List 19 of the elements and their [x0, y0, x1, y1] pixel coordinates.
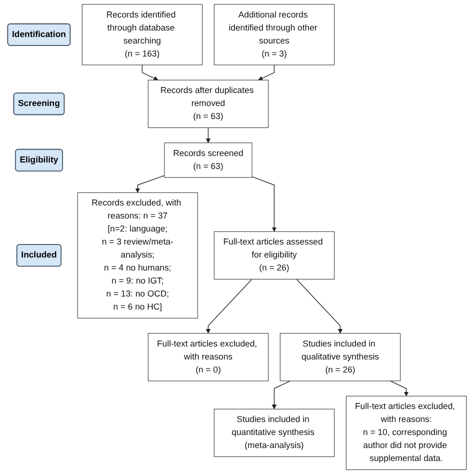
node-box: Additional records identified through other sources (n = 3) — [214, 4, 335, 66]
arrow — [135, 175, 165, 193]
node-box: Full-text articles assessed for eligibility (n = 26) — [214, 231, 335, 280]
arrow — [296, 278, 343, 334]
node-box: Studies included in qualitative synthesis (n = 26) — [280, 333, 401, 382]
arrow — [142, 64, 158, 80]
node-box: Full-text articles excluded, with reasons (n = 0) — [148, 333, 269, 382]
arrow — [258, 64, 275, 80]
node-box: Full-text articles excluded, with reasons: n = 10, corresponding author did not provide supplemental data. — [346, 396, 467, 470]
arrow — [206, 278, 252, 334]
arrow — [390, 380, 409, 396]
node-box: Records identified through database searching (n = 163) — [82, 4, 203, 66]
node-box: Records excluded, with reasons: n = 37 [n=2: language; n = 3 review/meta-analysis; n = 4 no humans; n = 9: no IGT; n = 13: no OCD; n = 6 no HC] — [77, 192, 198, 318]
arrow — [252, 176, 277, 232]
node-box: Records screened (n = 63) — [164, 142, 252, 178]
node-box: Records after duplicates removed (n = 63) — [148, 80, 269, 128]
node-box: Studies included in quantitative synthesis (meta-analysis) — [214, 408, 335, 457]
arrow — [206, 127, 211, 144]
arrow — [272, 380, 290, 410]
